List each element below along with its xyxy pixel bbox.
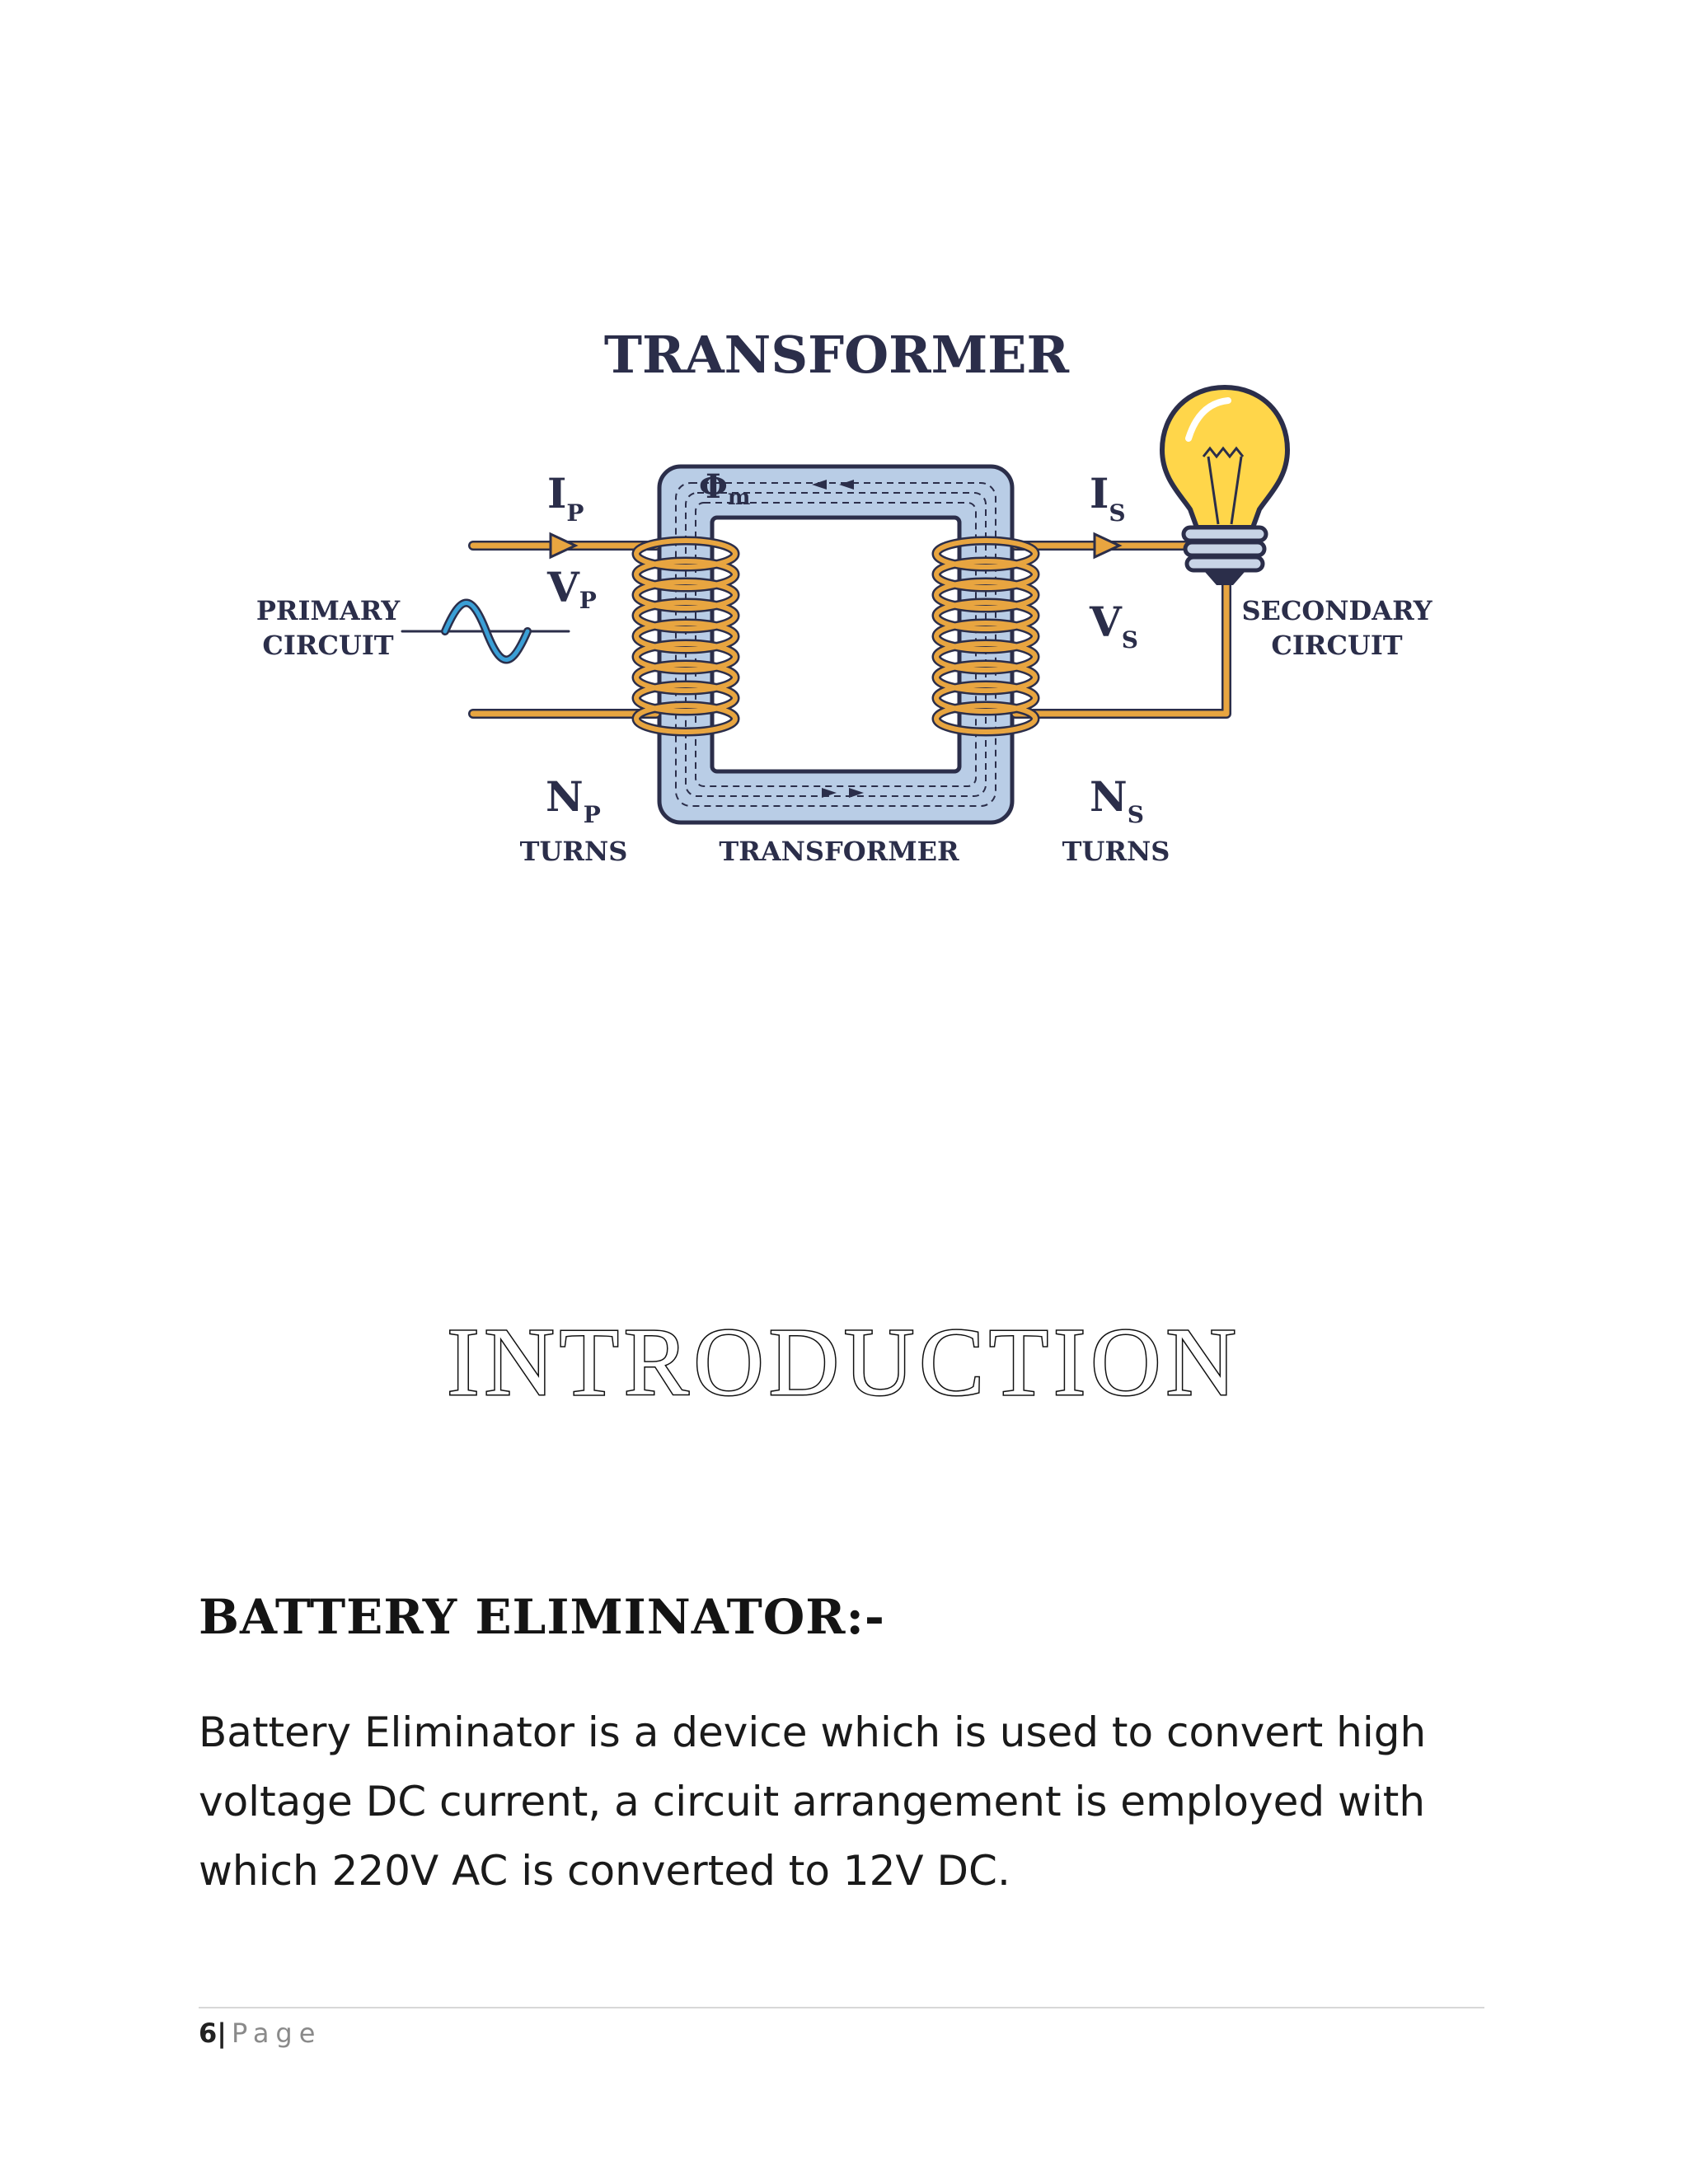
primary-circuit-label: PRIMARY CIRCUIT — [256, 595, 401, 661]
svg-text:CIRCUIT: CIRCUIT — [1271, 630, 1402, 661]
body-line: voltage DC current, a circuit arrangemen… — [199, 1778, 1426, 1825]
secondary-circuit-label: SECONDARY CIRCUIT — [1241, 595, 1432, 661]
light-bulb-icon — [1159, 384, 1291, 585]
primary-current-label: IP — [547, 469, 584, 527]
body-line: Battery Eliminator is a device which is … — [199, 1708, 1427, 1756]
introduction-heading: INTRODUCTION — [446, 1307, 1241, 1418]
body-line: which 220V AC is converted to 12V DC. — [199, 1847, 1010, 1895]
primary-coil — [631, 536, 740, 737]
primary-voltage-label: VP — [546, 563, 597, 614]
secondary-voltage-label: VS — [1089, 598, 1138, 654]
transformer-diagram: TRANSFORMER Φm — [256, 325, 1433, 867]
section-title: BATTERY ELIMINATOR:- — [199, 1589, 885, 1645]
secondary-coil — [931, 536, 1040, 737]
svg-text:SECONDARY: SECONDARY — [1241, 595, 1432, 626]
primary-turns-label: TURNS — [520, 836, 628, 867]
primary-turns-symbol: NP — [546, 772, 601, 828]
footer-divider — [199, 2007, 1484, 2008]
page-footer: 6|Page — [199, 2018, 321, 2049]
secondary-current-label: IS — [1090, 469, 1126, 527]
secondary-turns-label: TURNS — [1062, 836, 1170, 867]
secondary-turns-symbol: NS — [1090, 772, 1144, 828]
flux-label: Φm — [699, 467, 750, 510]
diagram-title: TRANSFORMER — [604, 325, 1070, 385]
footer-separator: | — [217, 2018, 227, 2049]
page-word: Page — [231, 2018, 322, 2049]
svg-text:PRIMARY: PRIMARY — [256, 595, 401, 626]
svg-text:CIRCUIT: CIRCUIT — [262, 630, 393, 661]
ac-sine-wave-icon — [401, 598, 570, 664]
section-body: Battery Eliminator is a device which is … — [199, 1698, 1484, 1905]
core-label: TRANSFORMER — [719, 836, 959, 867]
primary-current-arrow — [549, 532, 579, 560]
page-number: 6 — [199, 2018, 218, 2049]
secondary-current-arrow — [1093, 532, 1123, 560]
